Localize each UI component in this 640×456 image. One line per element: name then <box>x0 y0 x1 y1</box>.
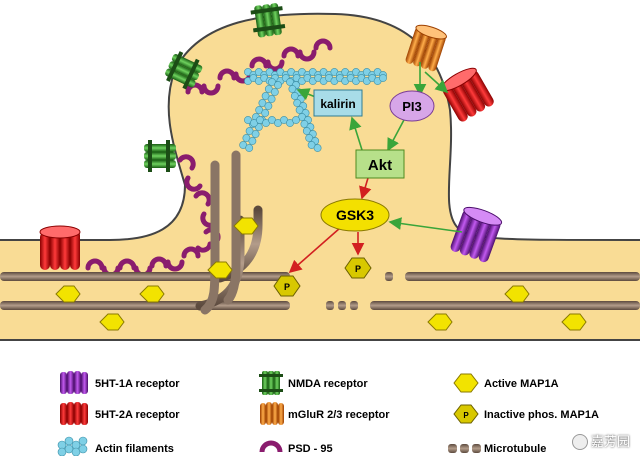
p-hexagon-icon: P <box>453 404 479 424</box>
5ht2a-receptor <box>39 225 81 270</box>
purple-receptor-icon <box>60 371 88 394</box>
signalling-arrows <box>288 62 463 274</box>
actin-filaments <box>239 68 387 152</box>
legend-5ht1a-label: 5HT-1A receptor <box>95 378 180 390</box>
legend-microtubule-label: Microtubule <box>484 443 546 455</box>
legend-mglur-label: mGluR 2/3 receptor <box>288 409 390 421</box>
cytoplasm <box>0 12 640 341</box>
legend-active-map1a-label: Active MAP1A <box>484 378 559 390</box>
psd95-icon <box>259 440 283 453</box>
kalirin-label: kalirin <box>320 97 355 111</box>
legend-nmda-label: NMDA receptor <box>288 378 368 390</box>
hexagon-icon <box>453 373 479 393</box>
microtubule-icon <box>448 444 481 453</box>
akt-node: Akt <box>355 149 405 179</box>
gsk3-label: GSK3 <box>336 207 374 223</box>
watermark: 嘉芳园 <box>571 431 630 450</box>
legend-p-label: P <box>463 411 469 420</box>
pi3-node: PI3 <box>389 90 435 122</box>
nmda-receptor-left <box>165 51 203 90</box>
gsk3-node: GSK3 <box>320 198 390 232</box>
legend-inactive-map1a-label: Inactive phos. MAP1A <box>484 409 599 421</box>
mglur-receptor <box>405 24 447 72</box>
kalirin-node: kalirin <box>313 89 363 117</box>
red-receptor-icon <box>60 402 88 425</box>
orange-receptor-icon <box>260 402 284 425</box>
green-receptor-icon <box>259 371 283 395</box>
5ht2a-receptor-top <box>440 67 494 122</box>
akt-label: Akt <box>368 157 392 174</box>
legend-5ht2a-label: 5HT-2A receptor <box>95 409 180 421</box>
actin-icon <box>57 436 88 456</box>
watermark-text: 嘉芳园 <box>590 434 630 450</box>
inactive-map1a: P P <box>273 257 372 297</box>
legend: 5HT-1A receptor 5HT-2A receptor Actin fi… <box>57 371 599 456</box>
p-label-2: P <box>355 264 361 274</box>
legend-actin-label: Actin filaments <box>95 443 174 455</box>
legend-psd95-label: PSD - 95 <box>288 443 333 455</box>
p-label-1: P <box>284 282 290 292</box>
active-map1a <box>55 217 587 331</box>
5ht1a-receptor <box>450 206 503 263</box>
nmda-receptor-side <box>144 140 176 172</box>
nmda-receptor-top <box>250 3 286 38</box>
pi3-label: PI3 <box>402 99 422 114</box>
wechat-icon <box>571 434 588 450</box>
